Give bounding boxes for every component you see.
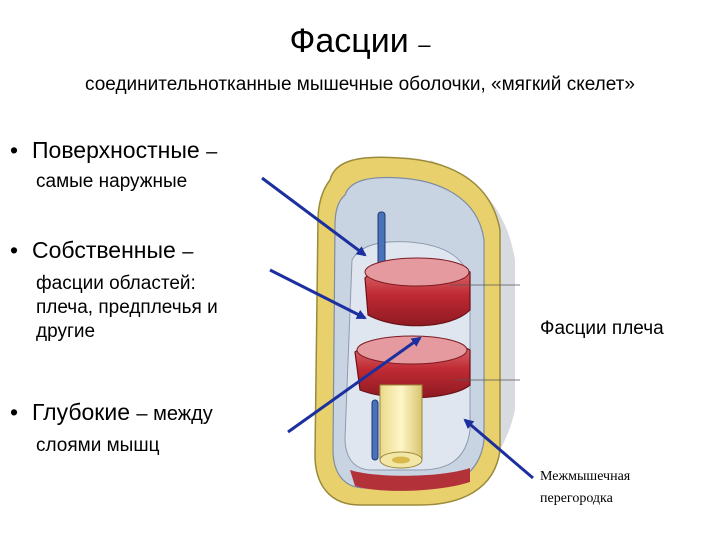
- bullet-superficial: • Поверхностные –: [10, 136, 217, 166]
- bullet-own-line: фасции областей:: [36, 273, 196, 294]
- arrow-superficial: [261, 176, 367, 257]
- lower-muscle-cut-shape: [356, 335, 468, 365]
- label-septum-line: Межмышечная: [540, 469, 631, 484]
- bullet-own: • Собственные –: [10, 236, 193, 266]
- upper-muscle-cut-shape: [364, 257, 470, 287]
- bullet-dot: •: [10, 137, 19, 163]
- title-text: Фасции: [289, 22, 409, 60]
- bullet-heading: Собственные: [32, 237, 176, 263]
- bullet-deep-text: слоями мышц: [36, 435, 160, 456]
- bottom-muscle-shape: [350, 468, 470, 491]
- title-dash: –: [418, 32, 431, 57]
- vessel-shape: [371, 399, 379, 461]
- bullet-heading: Глубокие: [32, 399, 131, 425]
- bullet-own-line: плеча, предплечья и: [36, 297, 218, 318]
- arrow-septum: [463, 418, 534, 480]
- bullet-own-line: другие: [36, 321, 96, 342]
- bullet-heading: Поверхностные: [32, 137, 200, 163]
- bone-marrow-shape: [392, 456, 410, 464]
- bullet-own-text: фасции областей: плеча, предплечья и дру…: [36, 272, 218, 344]
- label-intermuscular-septum: Межмышечная перегородка: [540, 466, 630, 510]
- arrow-deep: [287, 336, 422, 434]
- label-septum-line: перегородка: [540, 491, 613, 506]
- label-shoulder-fascia: Фасции плеча: [540, 318, 664, 339]
- bullet-dash: –: [182, 241, 194, 263]
- bullet-superficial-text: самые наружные: [36, 171, 188, 192]
- slide-subtitle: соединительнотканные мышечные оболочки, …: [85, 74, 635, 95]
- bullet-deep: • Глубокие – между: [10, 398, 213, 428]
- bullet-dash: –: [206, 141, 218, 163]
- bullet-dash: – между: [136, 403, 213, 425]
- bullet-dot: •: [10, 237, 19, 263]
- bone-shape: [379, 384, 423, 461]
- arrow-own: [269, 268, 367, 320]
- slide-title: Фасции –: [0, 22, 720, 61]
- bullet-dot: •: [10, 399, 19, 425]
